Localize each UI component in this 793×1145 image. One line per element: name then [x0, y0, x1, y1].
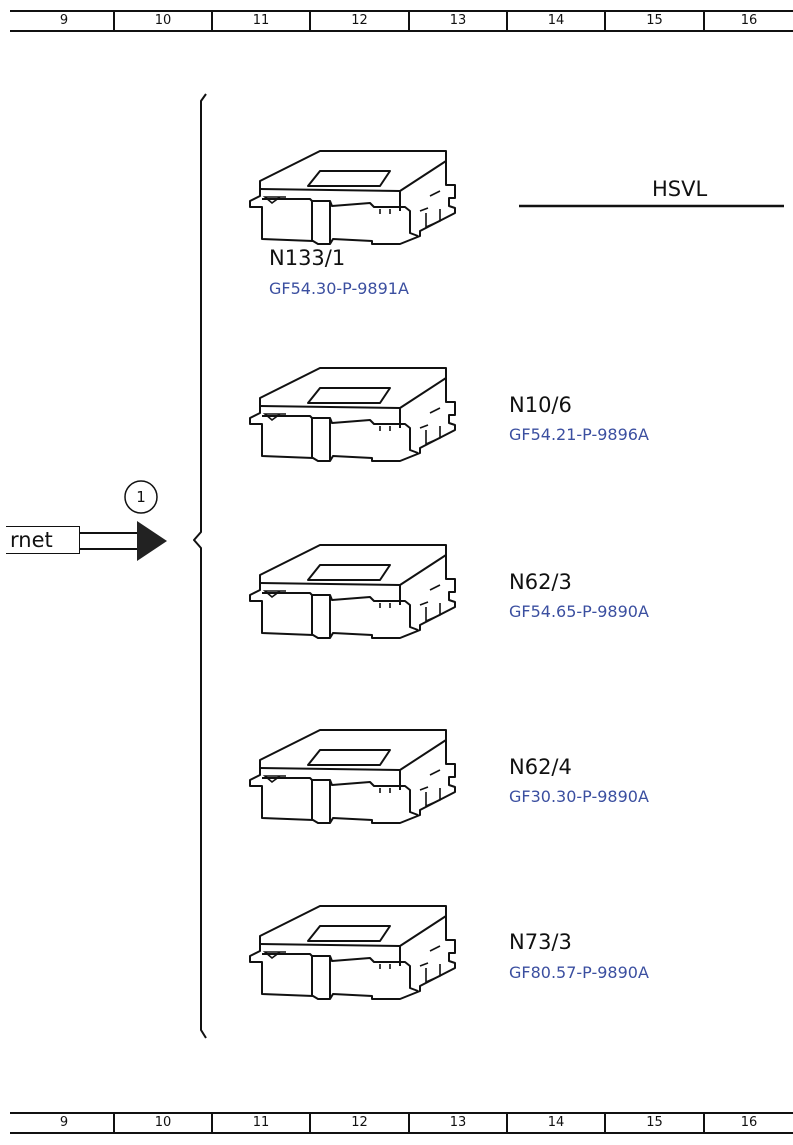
ruler-cell: 11 [211, 1112, 309, 1134]
ruler-cell: 10 [113, 1112, 211, 1134]
ruler-cell: 9 [59, 13, 69, 28]
ruler-cell: 15 [604, 10, 703, 32]
component-ref-link[interactable]: GF54.65-P-9890A [509, 602, 649, 621]
control-unit-icon [249, 150, 456, 245]
brace-icon [193, 93, 207, 1039]
ruler-cell: 14 [506, 1112, 604, 1134]
component-ref-link[interactable]: GF80.57-P-9890A [509, 963, 649, 982]
ruler-cell: 16 [703, 1112, 793, 1134]
ruler-cell: 10 [113, 10, 211, 32]
component-ref-link[interactable]: GF54.30-P-9891A [269, 279, 409, 298]
control-unit-icon [249, 905, 456, 1000]
bus-label: HSVL [652, 177, 708, 201]
component-name: N133/1 [269, 246, 346, 270]
component-name: N10/6 [509, 393, 572, 417]
control-unit-icon [249, 367, 456, 462]
callout-number: 1 [136, 488, 146, 506]
component-name: N73/3 [509, 930, 572, 954]
ruler-cell: 12 [309, 10, 408, 32]
component-ref-link[interactable]: GF30.30-P-9890A [509, 787, 649, 806]
component-ref-link[interactable]: GF54.21-P-9896A [509, 425, 649, 444]
ruler-frame [10, 1112, 793, 1134]
ruler-cell: 11 [211, 10, 309, 32]
control-unit-icon [249, 544, 456, 639]
ruler-cell: 14 [506, 10, 604, 32]
ruler-cell: 15 [604, 1112, 703, 1134]
ruler-cell: 12 [309, 1112, 408, 1134]
ruler-top: 9 10 11 12 13 14 15 16 [0, 10, 793, 32]
input-arrow [80, 521, 167, 561]
component-name: N62/3 [509, 570, 572, 594]
ruler-bottom: 9 10 11 12 13 14 15 16 [0, 1112, 793, 1134]
component-name: N62/4 [509, 755, 572, 779]
ruler-cell: 13 [408, 10, 506, 32]
ruler-cell: 9 [59, 1115, 69, 1130]
input-net-label: rnet [10, 528, 53, 552]
callout-circle [124, 480, 158, 514]
input-net-box: rnet [6, 526, 80, 554]
control-unit-icon [249, 729, 456, 824]
ruler-cell: 16 [703, 10, 793, 32]
ruler-cell: 13 [408, 1112, 506, 1134]
ruler-frame [10, 10, 793, 32]
